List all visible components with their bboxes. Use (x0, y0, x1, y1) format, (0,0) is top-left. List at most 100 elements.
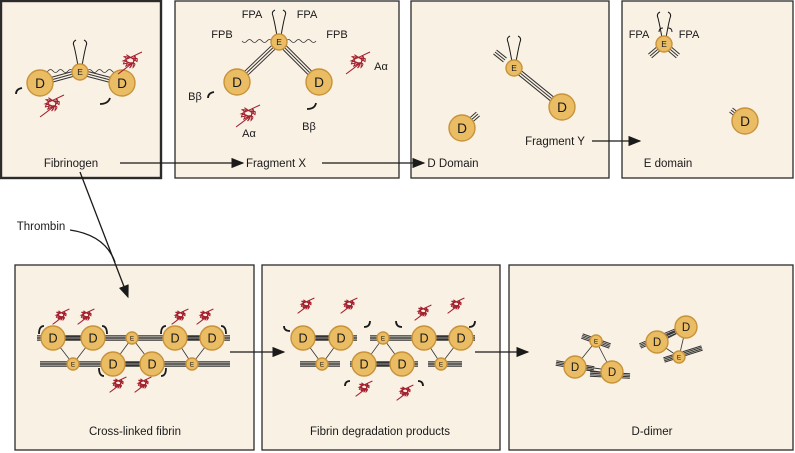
d-domain (411, 325, 437, 351)
d-domain (448, 114, 476, 142)
e-domain-letter: E (381, 335, 385, 342)
panel-cross-linked-fibrin (14, 264, 255, 451)
d-domain (305, 68, 333, 96)
label-fdp: Fibrin degradation products (310, 426, 450, 438)
d-domain-letter: D (740, 114, 750, 129)
d-domain-letter: D (456, 332, 465, 346)
e-domain-letter: E (511, 63, 517, 73)
b-beta-hook (160, 325, 167, 335)
e-domain-letter: E (190, 361, 194, 368)
e-domain-letter: E (594, 338, 598, 345)
e-domain-letter: E (276, 37, 282, 47)
d-domain (328, 325, 354, 351)
panel-fibrinogen (0, 0, 163, 180)
e-domain (376, 331, 390, 345)
b-beta-hook (283, 325, 291, 332)
d-domain-letter: D (336, 332, 345, 346)
label-thrombin: Thrombin (17, 221, 66, 233)
e-domain-letter: E (439, 361, 443, 368)
e-domain (125, 331, 139, 345)
b-beta-hook (15, 87, 23, 95)
e-domain-letter: E (320, 361, 324, 368)
e-domain-letter: E (130, 335, 134, 342)
fpa-strand (515, 35, 522, 63)
alpha-c-coil (109, 376, 127, 393)
fpb-strand (86, 69, 118, 73)
annotation-a-alpha: Aα (242, 128, 256, 140)
alpha-c-coil (52, 308, 70, 325)
fpa-strand (280, 9, 287, 37)
d-domain-letter: D (108, 358, 117, 372)
d-domain-letter: D (117, 76, 127, 91)
arrow-fibrinogen-to-fibrin (79, 171, 129, 299)
b-beta-hook (417, 380, 424, 387)
d-domain (600, 360, 624, 384)
alpha-c-coil (340, 297, 358, 314)
panel-fdp (261, 264, 501, 451)
annotation-fpa: FPA (679, 29, 700, 41)
annotation-fpb: FPB (211, 29, 232, 41)
fpb-strand (241, 39, 273, 43)
label-e-domain: E domain (644, 158, 693, 170)
b-beta-hook (160, 367, 167, 377)
alpha-c-coil (134, 376, 152, 393)
d-domain (351, 351, 377, 377)
e-domain (672, 350, 686, 364)
b-beta-hook (468, 320, 476, 328)
d-domain-letter: D (170, 332, 179, 346)
fpb-strand (42, 69, 74, 73)
fpa-strand (72, 39, 79, 67)
alpha-c-coil (117, 51, 143, 75)
panel-fragment-y (410, 0, 610, 179)
annotation-fpa: FPA (297, 9, 318, 21)
alpha-c-coil (355, 380, 373, 397)
alpha-c-coil (77, 308, 95, 325)
label-cross-linked-fibrin: Cross-linked fibrin (89, 426, 181, 438)
e-domain-letter: E (677, 354, 681, 361)
coiled-coil-strand (494, 51, 506, 61)
alpha-c-coil (414, 304, 432, 321)
alpha-c-coil (39, 94, 65, 118)
d-domain (290, 325, 316, 351)
e-domain (589, 334, 603, 348)
label-fibrinogen: Fibrinogen (44, 158, 98, 170)
b-beta-hook (38, 325, 45, 335)
e-domain-letter: E (77, 67, 83, 77)
annotation-fpa: FPA (242, 9, 263, 21)
d-domain (100, 351, 126, 377)
d-domain (26, 69, 54, 97)
fpa-strand (656, 11, 663, 39)
fpa-strand (665, 11, 672, 39)
e-domain-letter: E (71, 361, 75, 368)
alpha-c-coil (345, 51, 371, 75)
d-domain-letter: D (653, 337, 661, 349)
annotation-fpb: FPB (326, 29, 347, 41)
fpb-strand (285, 39, 317, 43)
alpha-c-coil (297, 297, 315, 314)
fpa-strand (81, 39, 88, 67)
e-domain (71, 63, 89, 81)
coiled-coil-strand (496, 49, 507, 59)
b-beta-hook (306, 102, 317, 110)
panel-e-domain (621, 0, 794, 179)
e-domain (655, 35, 673, 53)
e-domain-letter: E (661, 39, 667, 49)
d-domain-letter: D (48, 332, 57, 346)
alpha-c-coil (171, 308, 189, 325)
d-domain (674, 315, 698, 339)
alpha-c-coil (196, 308, 214, 325)
d-domain-letter: D (298, 332, 307, 346)
d-domain (389, 351, 415, 377)
panel-fragment-x (174, 0, 400, 179)
thrombin-pointer (69, 229, 116, 263)
label-fragment-y: Fragment Y (525, 136, 585, 148)
alpha-c-coil (235, 104, 261, 128)
d-domain (548, 93, 576, 121)
d-domain-letter: D (232, 75, 242, 90)
d-domain-letter: D (35, 76, 45, 91)
b-beta-hook (220, 325, 227, 335)
panel-d-dimer (508, 264, 794, 451)
annotation-fpa: FPA (629, 29, 650, 41)
d-domain-letter: D (557, 100, 567, 115)
